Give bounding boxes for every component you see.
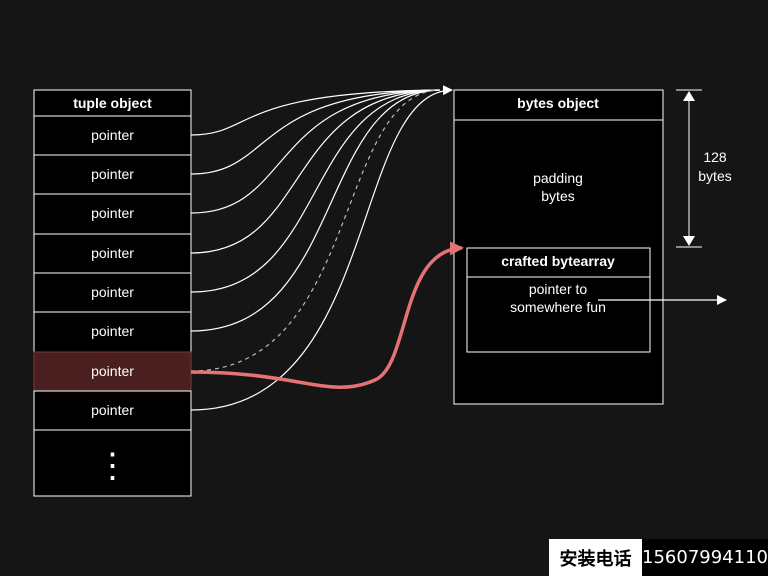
tuple-slot-5: pointer <box>33 311 192 353</box>
tuple-slot-3: pointer <box>33 233 192 274</box>
tuple-slot-7: pointer <box>33 390 192 431</box>
bytes-box <box>453 89 664 405</box>
pointer-curve-7 <box>190 85 453 411</box>
pointer-label: pointer <box>91 205 134 221</box>
tuple-slot-6-highlighted: pointer <box>33 351 192 392</box>
pointer-curves <box>190 85 453 411</box>
contact-overlay: 安装电话 15607994110 <box>549 539 768 576</box>
padding-label-line1: padding <box>533 170 583 186</box>
tuple-slot-0: pointer <box>33 115 192 156</box>
size-label-line2: bytes <box>698 168 731 184</box>
pointer-curve-1 <box>190 89 441 175</box>
bytes-title: bytes object <box>517 95 599 111</box>
pointer-label: pointer <box>91 127 134 143</box>
crafted-pointer-arrow <box>190 241 464 389</box>
size-indicator: 128 bytes <box>676 89 732 248</box>
crafted-line1: pointer to <box>529 281 588 297</box>
phone-number: 15607994110 <box>642 539 768 576</box>
pointer-curve-0 <box>190 89 441 136</box>
pointer-curve-5 <box>190 89 441 332</box>
tuple-slot-2: pointer <box>33 193 192 235</box>
pointer-label: pointer <box>91 245 134 261</box>
size-label-line1: 128 <box>703 149 727 165</box>
ellipsis: ⋮ <box>96 447 130 485</box>
pointer-label: pointer <box>91 402 134 418</box>
tuple-title: tuple object <box>73 95 152 111</box>
tuple-slot-1: pointer <box>33 154 192 195</box>
tuple-object: tuple object pointer pointer pointer poi… <box>33 89 192 497</box>
pointer-label: pointer <box>91 323 134 339</box>
pointer-curve-3 <box>190 89 441 254</box>
tuple-remaining: ⋮ <box>33 429 192 497</box>
install-phone-label: 安装电话 <box>549 539 643 576</box>
tuple-header <box>33 89 192 117</box>
pointer-curve-4 <box>190 89 441 293</box>
tuple-slot-4: pointer <box>33 272 192 313</box>
arrow-down-icon <box>683 236 695 246</box>
crafted-title: crafted bytearray <box>501 253 615 269</box>
pointer-curve-2 <box>190 89 441 214</box>
pointer-label: pointer <box>91 166 134 182</box>
bytes-object: bytes object padding bytes crafted bytea… <box>453 89 664 405</box>
padding-label-line2: bytes <box>541 188 574 204</box>
pointer-label: pointer <box>91 363 134 379</box>
pointer-label: pointer <box>91 284 134 300</box>
crafted-line2: somewhere fun <box>510 299 606 315</box>
pointer-curve-6-dashed <box>190 89 441 372</box>
arrow-up-icon <box>683 91 695 101</box>
